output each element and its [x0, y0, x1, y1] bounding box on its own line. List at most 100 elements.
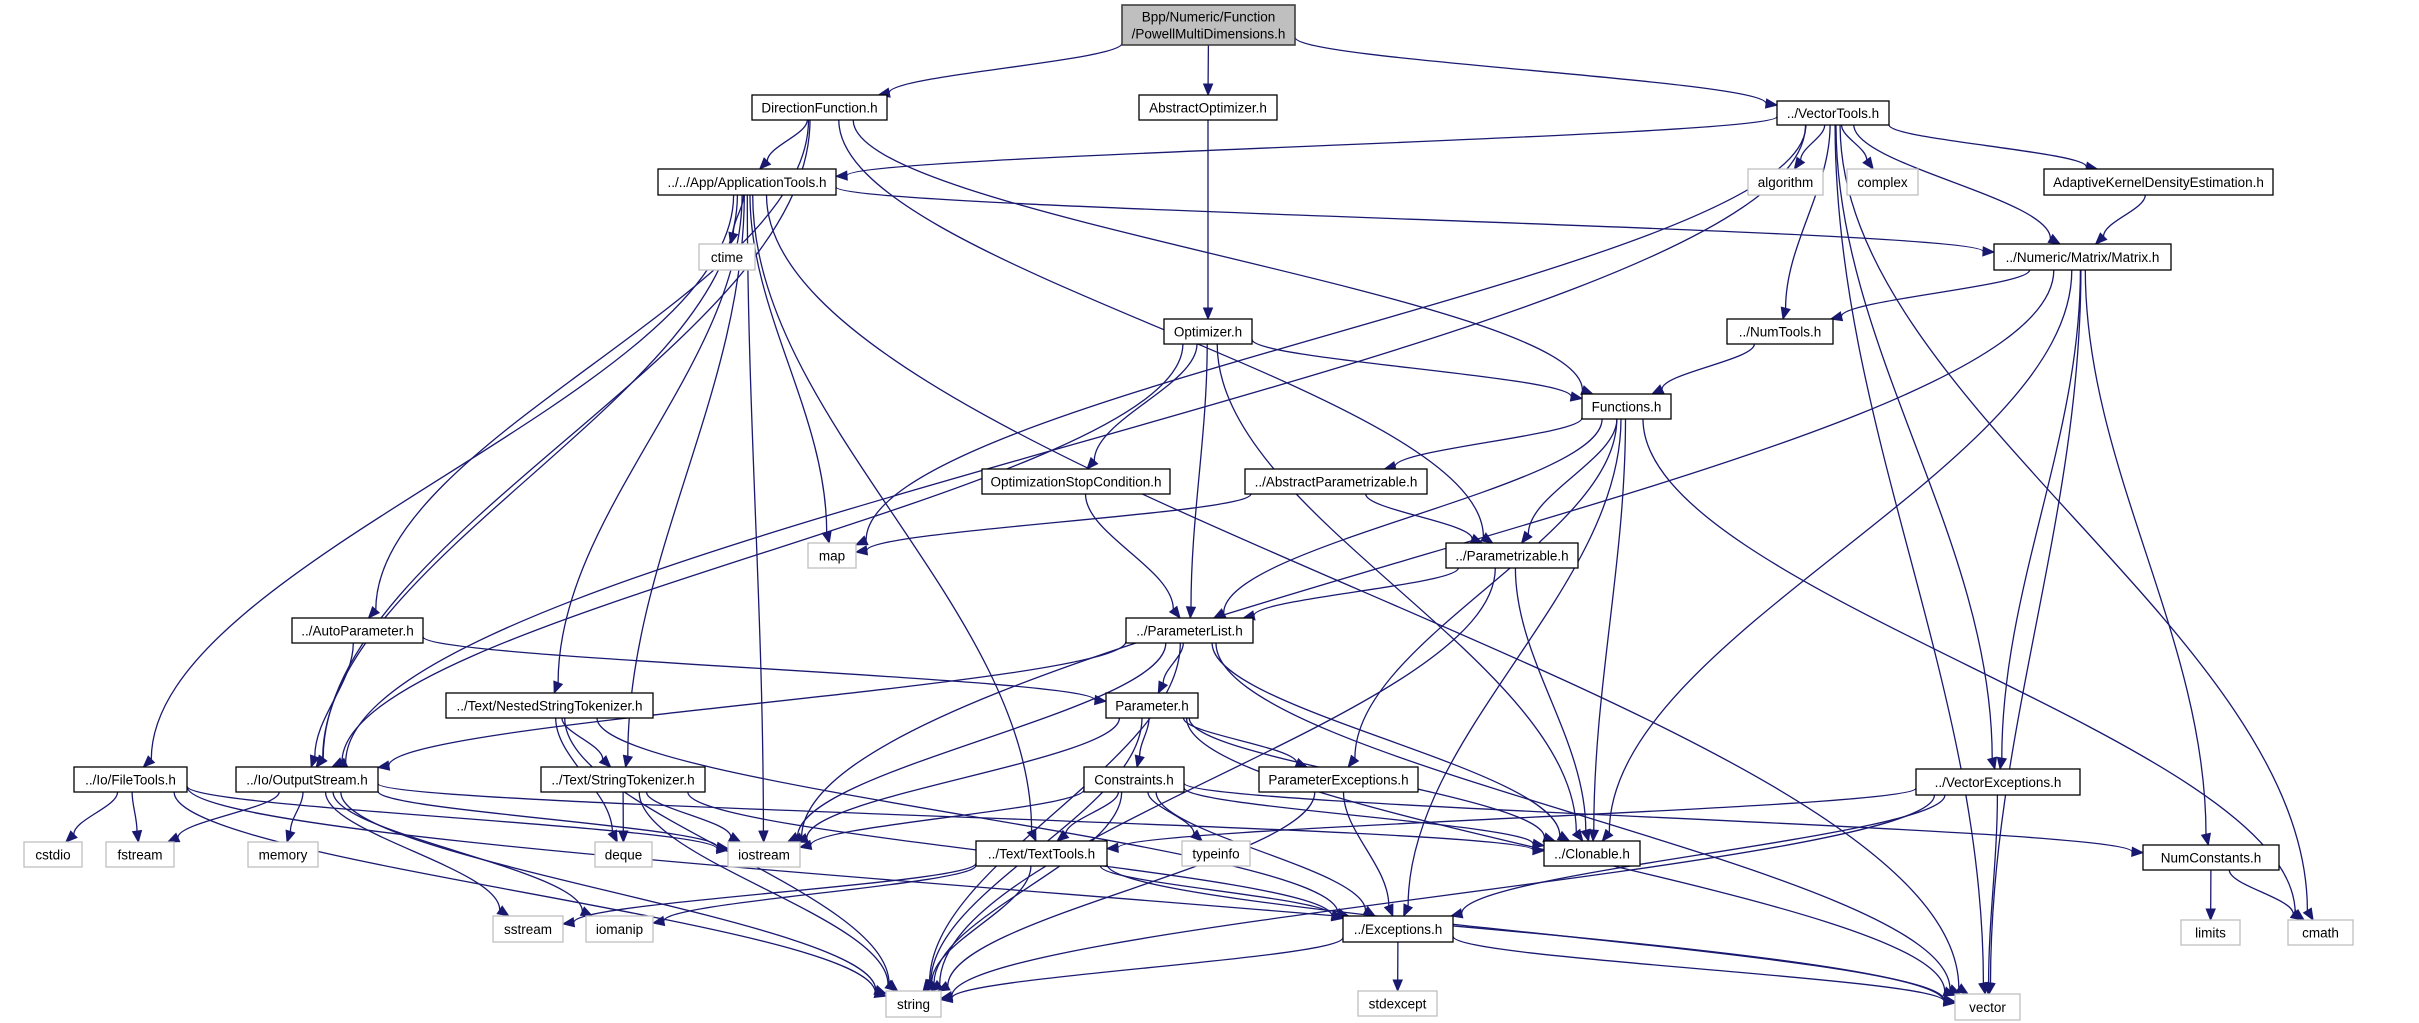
node-label: ../Exceptions.h — [1354, 922, 1443, 937]
node-box[interactable] — [445, 692, 654, 719]
node-applicationtools[interactable]: ../../App/ApplicationTools.h — [657, 168, 837, 196]
node-box[interactable] — [1244, 468, 1428, 495]
node-parameterexceptions[interactable]: ParameterExceptions.h — [1258, 766, 1419, 793]
node-vectortools[interactable]: ../VectorTools.h — [1776, 100, 1890, 126]
node-abstractoptimizer[interactable]: AbstractOptimizer.h — [1138, 94, 1278, 121]
node-box[interactable] — [1125, 617, 1254, 644]
edge-line — [1784, 124, 1831, 309]
node-nestedstringtokenizer[interactable]: ../Text/NestedStringTokenizer.h — [445, 692, 654, 719]
node-box[interactable] — [1342, 915, 1454, 943]
edge-line — [1155, 791, 1367, 911]
node-box[interactable] — [1445, 542, 1579, 569]
arrowhead-icon — [1392, 979, 1403, 993]
edge-line — [322, 194, 739, 759]
node-abstractparametrizable[interactable]: ../AbstractParametrizable.h — [1244, 468, 1428, 495]
node-box[interactable] — [1915, 768, 2081, 796]
node-directionfunction[interactable]: DirectionFunction.h — [751, 94, 888, 121]
node-box[interactable] — [540, 766, 706, 793]
edge-line — [1223, 418, 1603, 614]
arrowhead-icon — [496, 905, 510, 917]
node-box[interactable] — [1726, 318, 1834, 345]
edge-line — [1853, 124, 2052, 239]
dependency-edge-OutputStream-to-memory — [285, 791, 304, 844]
node-numconstants[interactable]: NumConstants.h — [2142, 844, 2280, 871]
node-box[interactable] — [2142, 844, 2280, 871]
node-label: iomanip — [596, 922, 643, 937]
node-label: deque — [605, 848, 643, 863]
arrowhead-icon — [1983, 982, 1994, 996]
node-akde[interactable]: AdaptiveKernelDensityEstimation.h — [2043, 168, 2274, 196]
arrowhead-icon — [2131, 846, 2145, 858]
dependency-edge-root-to-AbstractOptimizer — [1202, 44, 1214, 97]
node-box[interactable] — [2043, 168, 2274, 196]
node-box[interactable] — [1138, 94, 1278, 121]
edge-line — [1461, 794, 1946, 914]
node-box[interactable] — [1993, 243, 2172, 271]
node-box[interactable] — [751, 94, 888, 121]
dependency-edge-ApplicationTools-to-OutputStream — [315, 194, 739, 769]
edge-line — [377, 783, 1534, 851]
node-box[interactable] — [1776, 100, 1890, 126]
node-stringtokenizer[interactable]: ../Text/StringTokenizer.h — [540, 766, 706, 793]
node-matrix[interactable]: ../Numeric/Matrix/Matrix.h — [1993, 243, 2172, 271]
dependency-edge-VectorTools-to-cmath — [1839, 124, 2314, 922]
node-box — [594, 841, 653, 868]
node-numtools[interactable]: ../NumTools.h — [1726, 318, 1834, 345]
node-box[interactable] — [73, 766, 188, 793]
dependency-edge-NestedStringTokenizer-to-StringTokenizer — [561, 717, 612, 768]
dependency-edge-Constraints-to-Clonable — [1183, 787, 1546, 850]
node-label: stdexcept — [1369, 997, 1427, 1012]
node-box — [23, 841, 83, 868]
arrowhead-icon — [1588, 829, 1600, 843]
arrowhead-icon — [1157, 680, 1169, 695]
node-parameter[interactable]: Parameter.h — [1105, 692, 1199, 719]
dependency-edge-ApplicationTools-to-TextTools — [752, 194, 1037, 843]
node-outputstream[interactable]: ../Io/OutputStream.h — [235, 766, 379, 793]
node-box[interactable] — [1581, 393, 1672, 420]
dependency-edge-TextTools-to-Exceptions — [1099, 865, 1345, 921]
node-box[interactable] — [1121, 4, 1296, 46]
node-parameterlist[interactable]: ../ParameterList.h — [1125, 617, 1254, 644]
node-box[interactable] — [657, 168, 837, 196]
arrowhead-icon — [142, 755, 156, 768]
node-parametrizable[interactable]: ../Parametrizable.h — [1445, 542, 1579, 569]
node-filetools[interactable]: ../Io/FileTools.h — [73, 766, 188, 793]
node-box[interactable] — [291, 617, 424, 644]
node-box[interactable] — [1163, 318, 1253, 345]
dependency-edge-Matrix-to-vector — [1985, 269, 2082, 996]
node-autoparameter[interactable]: ../AutoParameter.h — [291, 617, 424, 644]
node-box[interactable] — [981, 468, 1171, 495]
node-box[interactable] — [1258, 766, 1419, 793]
node-optimizer[interactable]: Optimizer.h — [1163, 318, 1253, 345]
node-box[interactable] — [1083, 766, 1185, 793]
node-box[interactable] — [1543, 840, 1641, 867]
edge-line — [1354, 418, 1618, 759]
arrowhead-icon — [1764, 98, 1779, 109]
edge-line — [1084, 493, 1174, 610]
node-box[interactable] — [975, 840, 1108, 867]
node-box — [1357, 990, 1438, 1017]
node-root[interactable]: Bpp/Numeric/Function/PowellMultiDimensio… — [1121, 4, 1296, 46]
node-vectorexceptions[interactable]: ../VectorExceptions.h — [1915, 768, 2081, 796]
node-box — [807, 542, 857, 569]
node-constraints[interactable]: Constraints.h — [1083, 766, 1185, 793]
arrowhead-icon — [1569, 391, 1584, 402]
edge-line — [2228, 869, 2294, 914]
node-texttools[interactable]: ../Text/TextTools.h — [975, 840, 1108, 867]
dependency-edge-VectorTools-to-Matrix — [1853, 124, 2062, 245]
node-box[interactable] — [1105, 692, 1199, 719]
edge-line — [341, 343, 1184, 763]
arrowhead-icon — [1330, 909, 1345, 921]
node-label: ../AutoParameter.h — [301, 624, 414, 639]
node-cmath: cmath — [2287, 919, 2354, 946]
node-optimizationstopcondition[interactable]: OptimizationStopCondition.h — [981, 468, 1171, 495]
node-functions[interactable]: Functions.h — [1581, 393, 1672, 420]
node-label: limits — [2195, 926, 2226, 941]
dependency-edge-FileTools-to-cstdio — [64, 791, 119, 843]
node-clonable[interactable]: ../Clonable.h — [1543, 840, 1641, 867]
edge-line — [663, 864, 977, 922]
node-box[interactable] — [235, 766, 379, 793]
edge-line — [1800, 124, 1826, 161]
node-exceptions[interactable]: ../Exceptions.h — [1342, 915, 1454, 943]
edge-line — [1211, 642, 1561, 836]
